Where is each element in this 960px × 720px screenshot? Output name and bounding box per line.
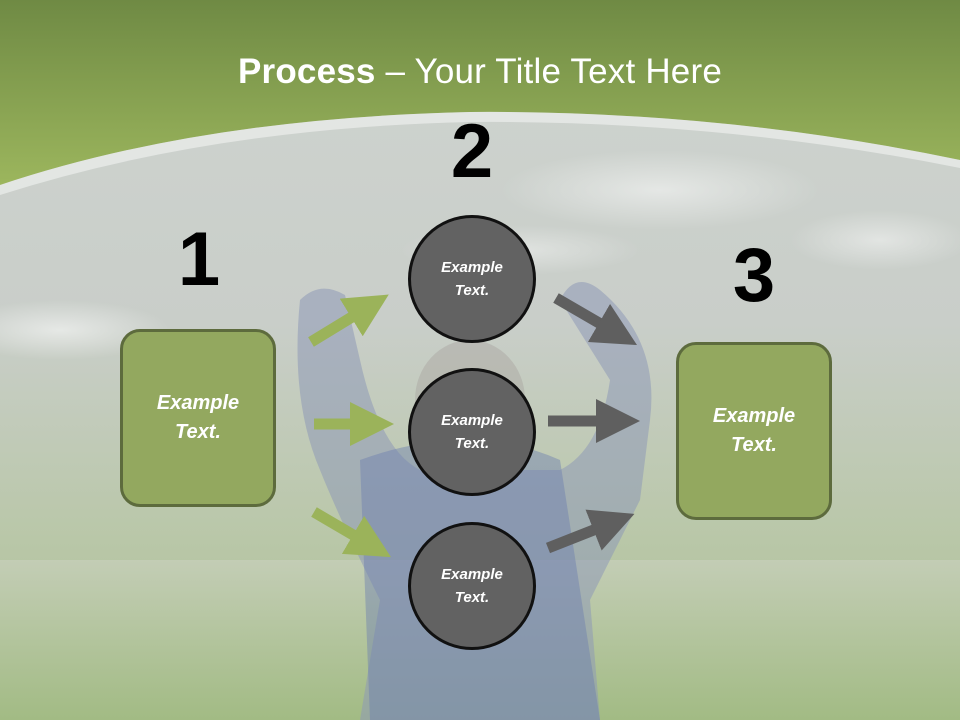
arrow-from-circle-top [553,293,638,346]
arrow-to-circle-top [308,294,389,347]
circle-middle-text: Example Text. [441,412,503,452]
title-rest: – Your Title Text Here [385,52,722,91]
step-box-1-text: Example Text. [156,392,240,443]
step-number-1: 1 [177,217,221,302]
step-number-2: 2 [450,109,494,194]
circle-bottom: Example Text. [408,522,536,650]
step-number-3: 3 [732,233,776,318]
step-box-1: Example Text. [120,329,276,507]
arrow-to-circle-bottom [311,507,391,558]
slide-title: Process – Your Title Text Here [0,52,960,92]
circle-bottom-text: Example Text. [441,566,503,606]
arrow-from-circle-bottom [545,509,635,554]
circle-middle: Example Text. [408,368,536,496]
circle-top: Example Text. [408,215,536,343]
title-bold: Process [237,52,376,91]
circle-top-text: Example Text. [441,259,503,299]
step-box-3: Example Text. [676,342,832,520]
step-box-3-text: Example Text. [712,405,796,456]
